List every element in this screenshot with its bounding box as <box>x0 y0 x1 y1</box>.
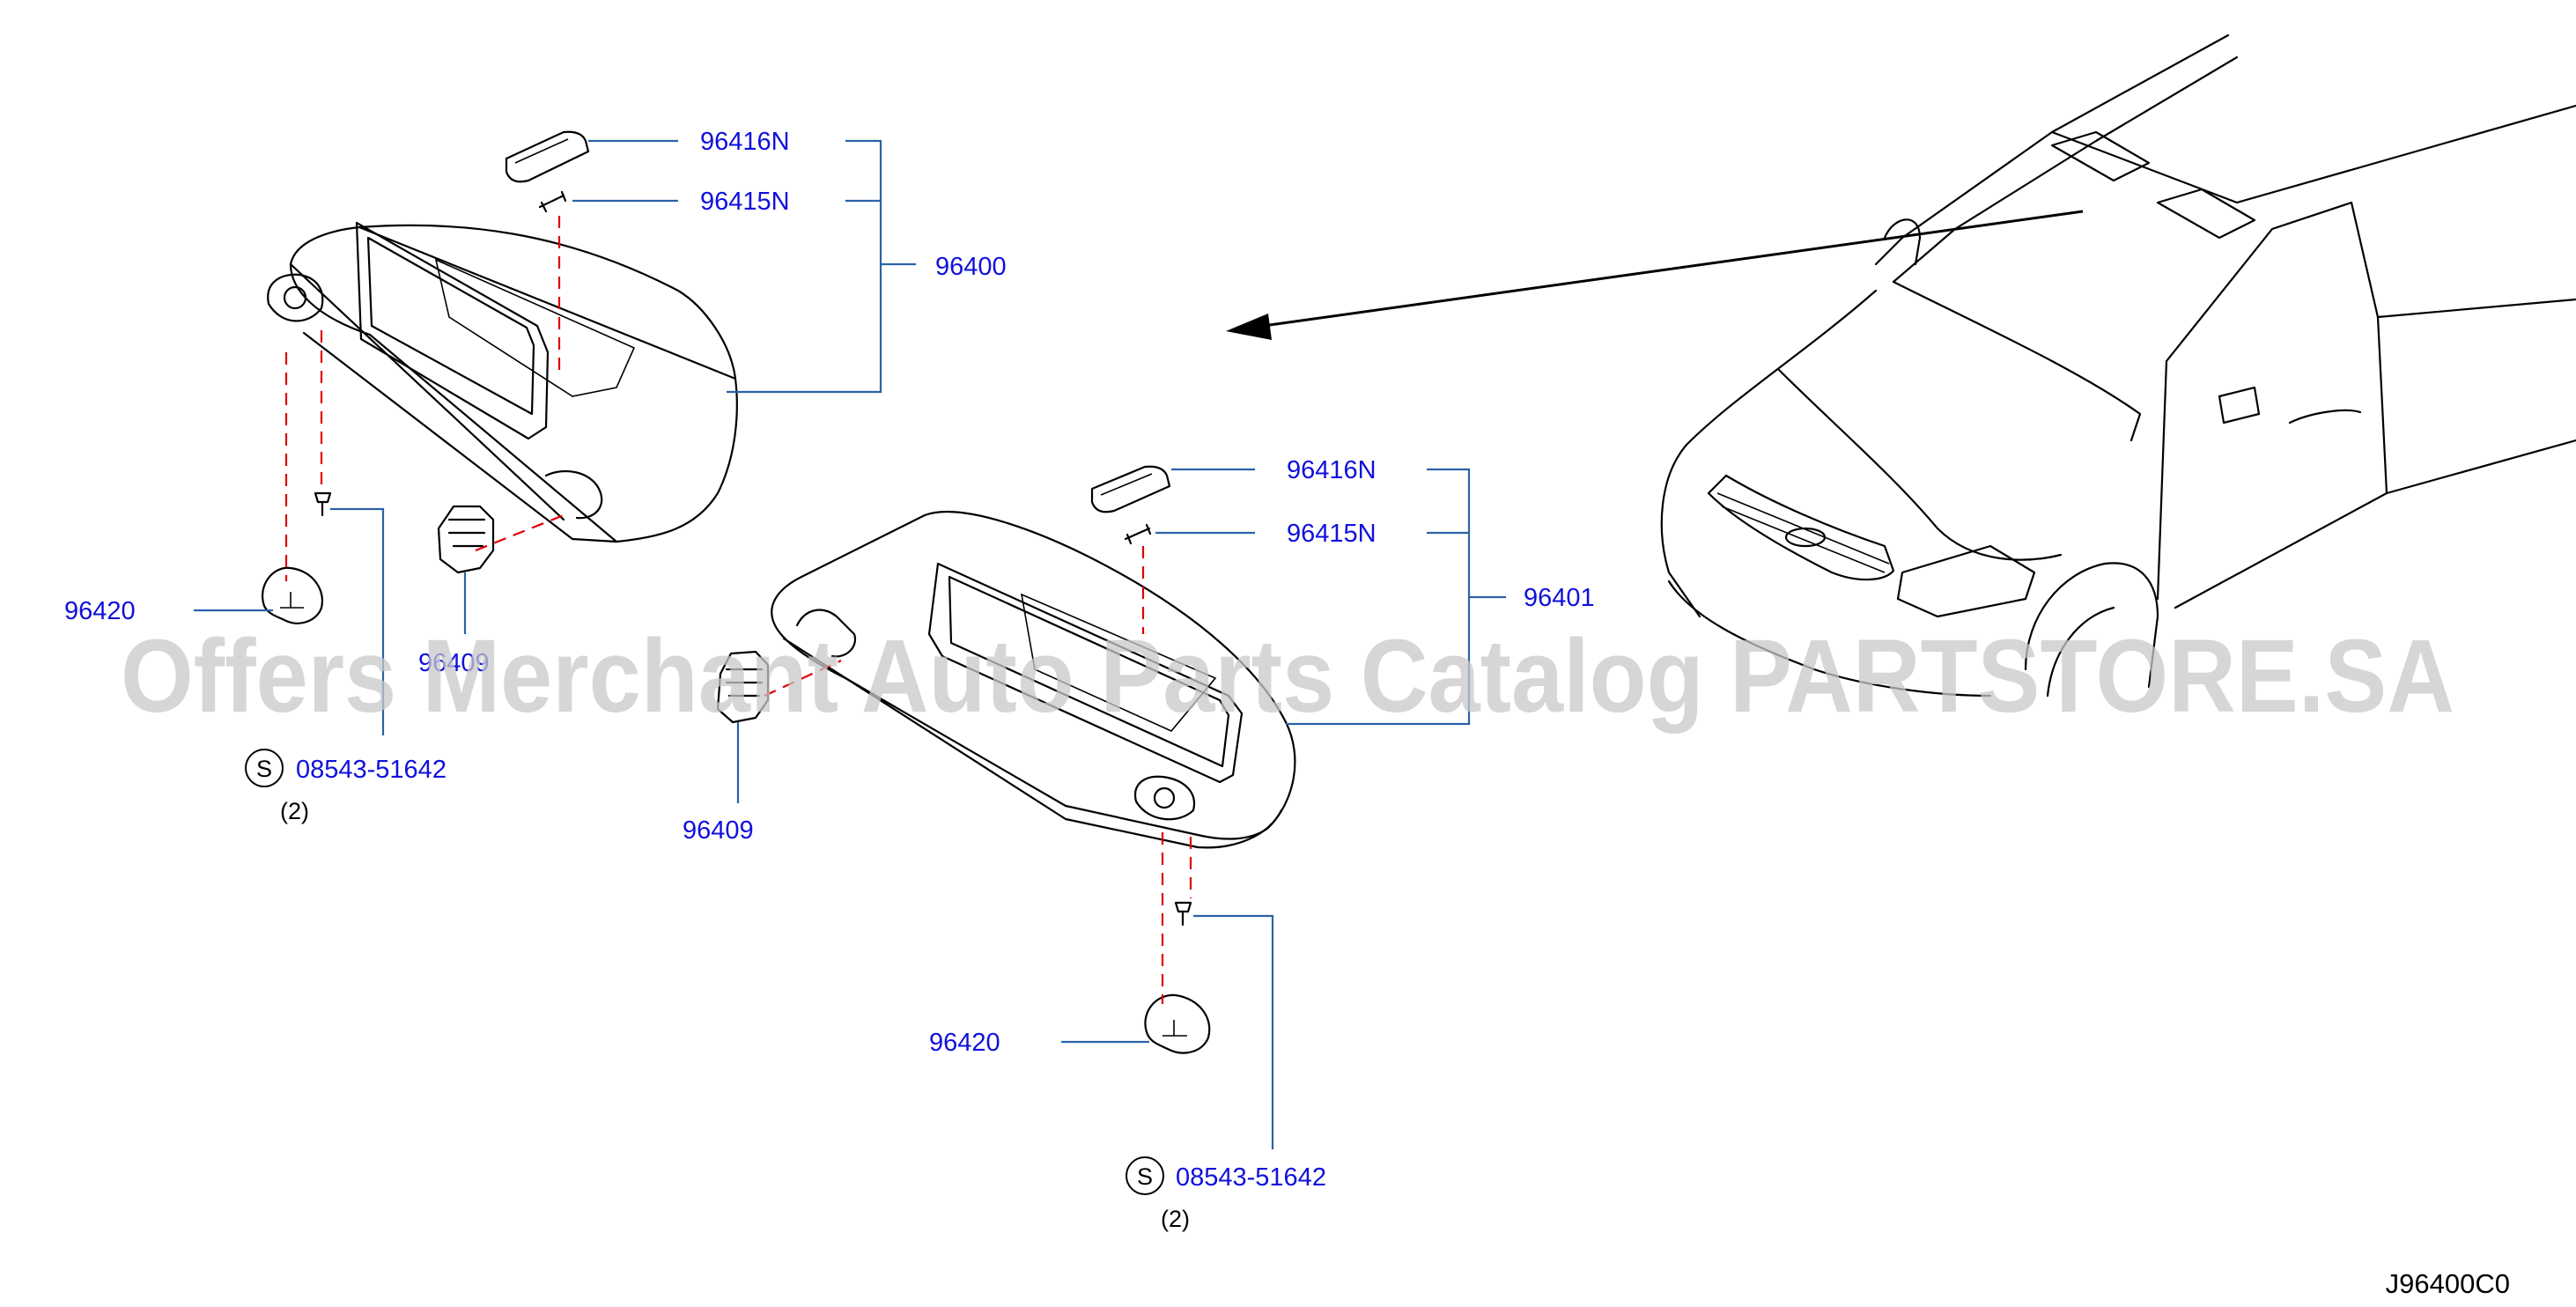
right-assembly-label[interactable]: 96401 <box>1524 584 1595 612</box>
left-pin-96415N <box>538 190 567 213</box>
right-cover-base-96420 <box>1144 993 1211 1054</box>
left-sun-visor <box>267 221 738 543</box>
left-cover-base-label[interactable]: 96420 <box>64 597 136 625</box>
right-cover-label[interactable]: 96416N <box>1287 456 1377 484</box>
right-visor-holder-96409 <box>716 650 770 724</box>
left-assembly-label[interactable]: 96400 <box>935 253 1007 281</box>
right-screw-symbol-letter: S <box>1137 1163 1153 1190</box>
left-holder-label[interactable]: 96409 <box>418 649 490 677</box>
left-lamp-cover-96416N <box>505 130 590 183</box>
left-screw-qty: (2) <box>280 798 309 824</box>
right-screw-08543-51642 <box>1174 901 1192 927</box>
right-cover-base-label[interactable]: 96420 <box>929 1029 1000 1057</box>
left-cover-label[interactable]: 96416N <box>700 128 790 156</box>
location-arrow <box>1226 210 2084 340</box>
left-screw-08543-51642 <box>314 491 332 517</box>
alignment-dashes <box>284 216 1192 1004</box>
right-pin-96415N <box>1124 523 1152 545</box>
left-visor-holder-96409 <box>437 505 495 574</box>
right-screw-label[interactable]: 08543-51642 <box>1176 1163 1326 1192</box>
leader-lines <box>194 139 1506 1149</box>
diagram-code: J96400C0 <box>2386 1268 2510 1299</box>
left-screw-symbol: S <box>245 749 284 787</box>
right-sun-visor <box>771 511 1296 849</box>
left-pin-label[interactable]: 96415N <box>700 188 790 216</box>
left-screw-symbol-letter: S <box>256 756 272 782</box>
left-cover-base-96420 <box>262 566 324 624</box>
vehicle-illustration <box>1660 33 2576 698</box>
watermark: Offers Merchant Auto Parts Catalog PARTS… <box>121 618 2454 735</box>
right-lamp-cover-96416N <box>1090 465 1171 513</box>
right-screw-symbol: S <box>1126 1156 1164 1195</box>
left-screw-label[interactable]: 08543-51642 <box>296 756 447 784</box>
right-pin-label[interactable]: 96415N <box>1287 520 1377 548</box>
right-holder-label[interactable]: 96409 <box>683 816 754 845</box>
right-screw-qty: (2) <box>1161 1206 1190 1232</box>
